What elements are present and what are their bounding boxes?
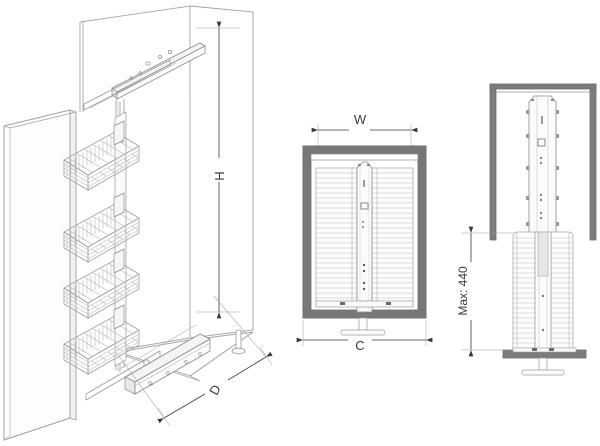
side-section-view: Max: 440 <box>456 83 597 376</box>
side-carrier-column <box>526 95 559 239</box>
side-center-post <box>534 231 552 353</box>
dimension-height: H <box>196 21 240 319</box>
iso-basket <box>63 131 140 191</box>
front-cabinet-leg <box>340 317 386 336</box>
iso-top-slide-rail <box>83 42 206 111</box>
dimension-max-extension-label: Max: 440 <box>456 266 470 316</box>
dimension-max-extension: Max: 440 <box>456 226 513 357</box>
dimension-inner-width-label: W <box>354 112 367 127</box>
iso-basket-bracket <box>113 120 125 330</box>
iso-basket <box>63 259 140 319</box>
side-basket-left <box>512 231 536 353</box>
iso-basket-stack <box>63 131 140 375</box>
side-basket-right <box>550 231 574 353</box>
iso-basket <box>63 315 140 375</box>
side-base-plate <box>502 347 587 359</box>
dimension-cabinet-width-label: C <box>355 338 364 353</box>
front-center-column <box>356 161 373 313</box>
front-section-view: W <box>296 112 433 353</box>
dimension-height-label: H <box>212 171 227 180</box>
iso-bottom-slide-rail <box>85 324 211 401</box>
iso-assembly-view: H D <box>3 5 273 441</box>
front-basket-left <box>315 167 358 306</box>
front-base-plate <box>315 300 414 308</box>
iso-basket <box>63 203 140 263</box>
side-cabinet-leg <box>521 357 565 376</box>
dimension-cabinet-width: C <box>296 320 433 353</box>
front-basket-right <box>371 167 414 306</box>
side-cabinet-carcass <box>489 83 597 241</box>
dimension-inner-width: W <box>311 112 418 152</box>
iso-door-panel <box>3 109 77 441</box>
